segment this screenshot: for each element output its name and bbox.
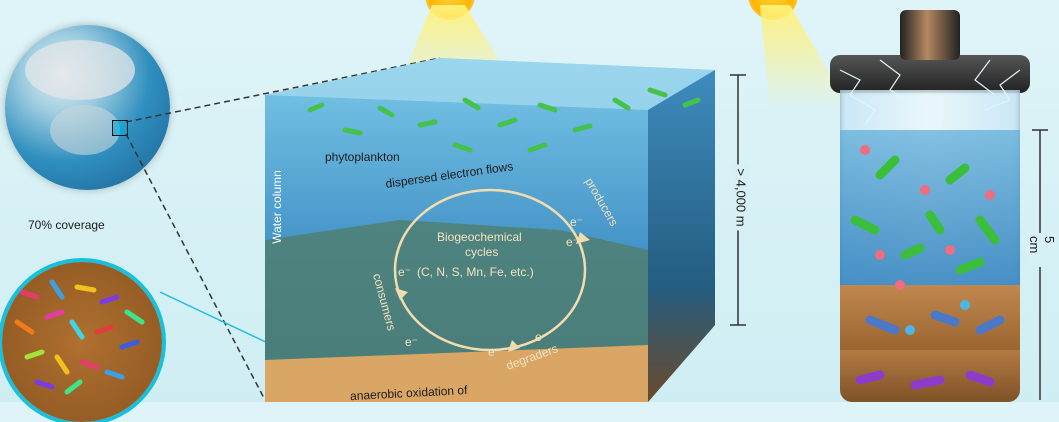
- earth-zoom-marker: [112, 120, 128, 136]
- electron-marker-1: e⁻: [570, 215, 584, 229]
- height-bracket: [1032, 129, 1048, 400]
- device-electric-arcs: [839, 59, 1021, 126]
- earth-globe: [5, 25, 170, 190]
- device-height-label: 5 cm: [1027, 233, 1057, 267]
- cycle-title-line1: Biogeochemical: [437, 230, 522, 244]
- ocean-block: [265, 58, 715, 402]
- sediment-microbes-circle: [2, 262, 162, 422]
- device-top-knob: [900, 10, 960, 60]
- electron-marker-5: e⁻: [535, 330, 549, 344]
- electron-marker-6: e⁻: [566, 235, 580, 249]
- coverage-label: 70% coverage: [28, 218, 105, 232]
- phytoplankton-label: phytoplankton: [325, 150, 400, 164]
- cycle-elements-label: (C, N, S, Mn, Fe, etc.): [417, 265, 534, 279]
- electron-marker-2: e⁻: [398, 265, 412, 279]
- electron-marker-4: e⁻: [488, 345, 502, 359]
- electron-marker-3: e⁻: [405, 335, 419, 349]
- cycle-title-line2: cycles: [465, 245, 499, 259]
- device-cylinder: [840, 90, 1020, 402]
- device-cap: [830, 55, 1030, 93]
